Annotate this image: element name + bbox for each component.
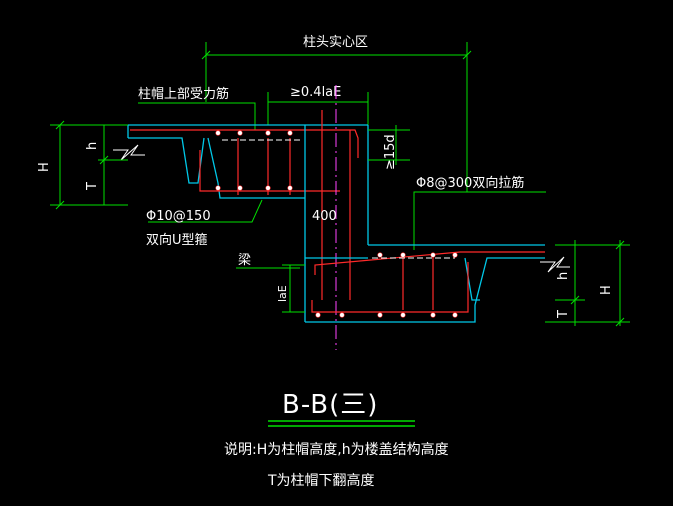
left-T-label: T — [85, 182, 100, 191]
section-title: B-B(三) — [282, 390, 378, 420]
u-stirrup-spec: Φ10@150 — [146, 209, 211, 224]
left-cap-rebar — [130, 129, 359, 195]
solid-zone-label: 柱头实心区 — [303, 35, 368, 50]
column-outline — [304, 124, 369, 322]
hook-15d-label: ≥15d — [383, 134, 398, 170]
right-rebar-dots — [315, 252, 458, 318]
right-T-label: T — [556, 310, 571, 319]
tie-bars-leader — [413, 191, 546, 250]
column-width-label: 400 — [312, 209, 337, 224]
right-H-label: H — [599, 285, 614, 295]
left-rebar-dots — [215, 130, 293, 191]
u-stirrup-desc: 双向U型箍 — [146, 232, 208, 248]
solid-zone-dimension — [201, 42, 472, 192]
anchor-length-dimension — [267, 92, 369, 125]
note-line-2: T为柱帽下翻高度 — [267, 472, 375, 489]
anchor-length-label: ≥0.4laE — [290, 85, 341, 100]
right-slab-outline — [305, 244, 570, 323]
hook-dimension — [368, 125, 410, 165]
left-H-label: H — [37, 162, 52, 172]
left-slab-outline — [113, 124, 305, 199]
right-h-label: h — [556, 272, 571, 280]
note-line-1: 说明:H为柱帽高度,h为楼盖结构高度 — [224, 441, 449, 458]
cap-top-rebar-leader — [138, 102, 256, 130]
right-cap-rebar — [311, 251, 545, 313]
lae-dimension — [282, 264, 305, 313]
u-stirrup-leader — [148, 199, 263, 223]
left-height-dimensions — [50, 120, 128, 210]
cap-top-rebar-label: 柱帽上部受力筋 — [138, 86, 229, 102]
left-h-label: h — [85, 142, 100, 150]
lae-label: laE — [276, 285, 289, 302]
tie-bars-label: Φ8@300双向拉筋 — [416, 175, 524, 191]
right-height-dimensions — [545, 240, 630, 327]
beam-label: 梁 — [238, 253, 251, 268]
